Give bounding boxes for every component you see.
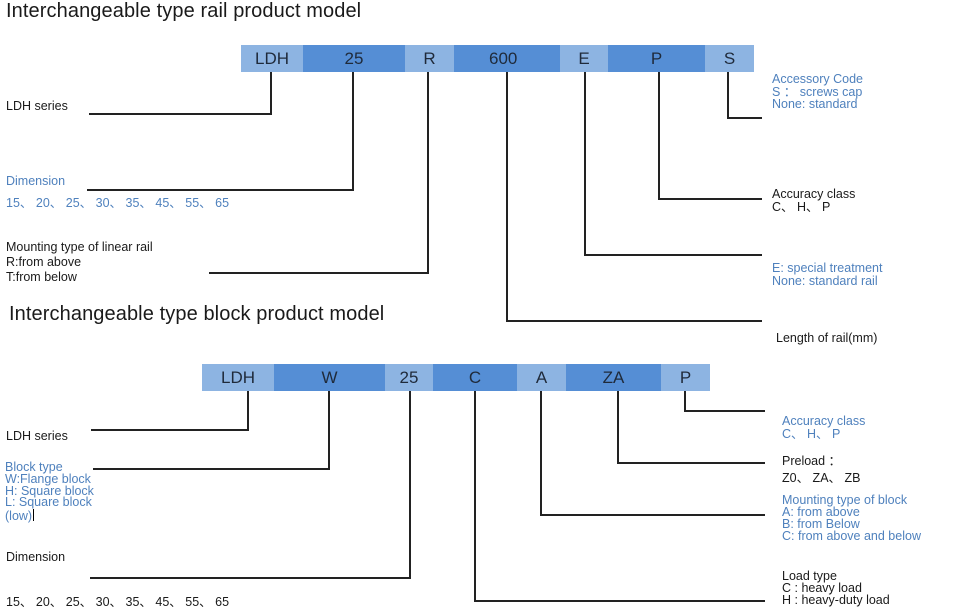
block-segment-load: C <box>433 364 517 391</box>
leader-block-type <box>93 391 330 470</box>
segment-code: LDH <box>220 367 255 387</box>
label-line: LDH series <box>6 429 68 443</box>
label-line: E: special treatment <box>772 261 883 275</box>
segment-code: P <box>679 367 692 387</box>
rail-segment-accuracy: P <box>608 45 705 72</box>
label-line: 15、 20、 25、 30、 35、 45、 55、 65 <box>6 595 230 609</box>
segment-code: A <box>535 367 548 387</box>
label-line: H : heavy-duty load <box>782 593 890 607</box>
label-line: L: Square block <box>5 495 92 510</box>
segment-code: R <box>423 48 436 68</box>
rail-segment-series: LDH <box>241 45 303 72</box>
leader-block-dimension <box>90 391 411 579</box>
label-line: B: from Below <box>782 517 860 531</box>
label-line: Block type <box>5 460 63 474</box>
block-segment-mounting: A <box>517 364 566 391</box>
block-label-preload: Preload ： Z0、 ZA、 ZB <box>782 453 860 487</box>
label-line: C、 H、 P <box>782 426 841 441</box>
block-segment-series: LDH <box>202 364 274 391</box>
segment-code: 25 <box>399 367 419 387</box>
label-line: H: Square block <box>5 483 94 498</box>
block-code-bar: LDH W 25 C A ZA P <box>202 364 710 391</box>
leader-rail-accuracy <box>658 72 762 200</box>
label-line: 15、 20、 25、 30、 35、 45、 55、 65 <box>6 196 230 210</box>
leader-block-accuracy <box>684 391 765 412</box>
label-line: Dimension <box>6 174 66 188</box>
label-line: Load type <box>782 569 837 583</box>
leader-rail-mounting <box>209 72 429 274</box>
label-line: Accuracy class <box>782 414 866 428</box>
label-line: R:from above <box>6 255 82 269</box>
rail-segment-accessory: S <box>705 45 754 72</box>
label-line: Length of rail(mm) <box>776 331 878 345</box>
leader-rail-length <box>506 72 762 322</box>
label-line: None: standard rail <box>772 273 878 288</box>
rail-segment-length: 600 <box>454 45 560 72</box>
leader-block-mounting <box>540 391 765 516</box>
segment-code: C <box>468 367 482 387</box>
leader-block-preload <box>617 391 765 464</box>
segment-code: W <box>321 367 338 387</box>
block-segment-accuracy: P <box>661 364 710 391</box>
leader-rail-series <box>89 72 272 115</box>
label-line: A: from above <box>782 505 860 519</box>
label-line: Dimension <box>6 550 66 564</box>
label-line: T:from below <box>6 270 77 284</box>
label-line: Z0、 ZA、 ZB <box>782 471 861 485</box>
label-line: LDH series <box>6 99 68 113</box>
segment-code: LDH <box>254 48 289 68</box>
block-segment-type: W <box>274 364 385 391</box>
label-line: Preload ： <box>782 454 842 468</box>
label-line: C: from above and below <box>782 529 921 543</box>
label-line: Accessory Code <box>772 72 864 86</box>
rail-label-dimension-values: 15、 20、 25、 30、 35、 45、 55、 65 <box>6 197 229 210</box>
rail-segment-mounting: R <box>405 45 454 72</box>
block-label-series: LDH series <box>6 430 68 443</box>
label-line: None: standard <box>772 97 858 111</box>
leader-block-load <box>474 391 765 602</box>
block-label-dimension-values: 15、 20、 25、 30、 35、 45、 55、 65 <box>6 596 229 609</box>
text-cursor <box>33 509 35 522</box>
segment-code: S <box>723 48 736 68</box>
rail-label-length: Length of rail(mm) <box>776 332 877 345</box>
segment-code: 25 <box>344 48 364 68</box>
label-line: C : heavy load <box>782 581 862 595</box>
block-segment-preload: ZA <box>566 364 661 391</box>
rail-label-dimension: Dimension <box>6 175 65 188</box>
segment-code: E <box>578 48 590 68</box>
leader-block-series <box>91 391 249 431</box>
label-line: C、 H、 P <box>772 199 831 214</box>
segment-code: P <box>650 48 663 68</box>
rail-code-bar: LDH 25 R 600 E P S <box>241 45 754 72</box>
leader-rail-dimension <box>87 72 354 191</box>
label-line: Mounting type of linear rail <box>6 240 153 254</box>
rail-segment-treatment: E <box>560 45 608 72</box>
rail-model-title: Interchangeable type rail product model <box>6 0 362 22</box>
leader-rail-treatment <box>584 72 762 256</box>
label-line: Mounting type of block <box>782 493 908 507</box>
label-line: W:Flange block <box>5 471 91 486</box>
block-segment-dimension: 25 <box>385 364 433 391</box>
rail-label-series: LDH series <box>6 100 68 113</box>
rail-segment-dimension: 25 <box>303 45 405 72</box>
leader-rail-accessory <box>727 72 762 119</box>
segment-code: 600 <box>489 48 518 68</box>
block-model-title: Interchangeable type block product model <box>9 303 385 325</box>
segment-code: ZA <box>602 367 625 387</box>
block-label-dimension: Dimension <box>6 551 65 564</box>
label-line: Accuracy class <box>772 187 856 201</box>
label-line: (low) <box>5 509 35 524</box>
label-line: S ： screws cap <box>772 84 863 99</box>
